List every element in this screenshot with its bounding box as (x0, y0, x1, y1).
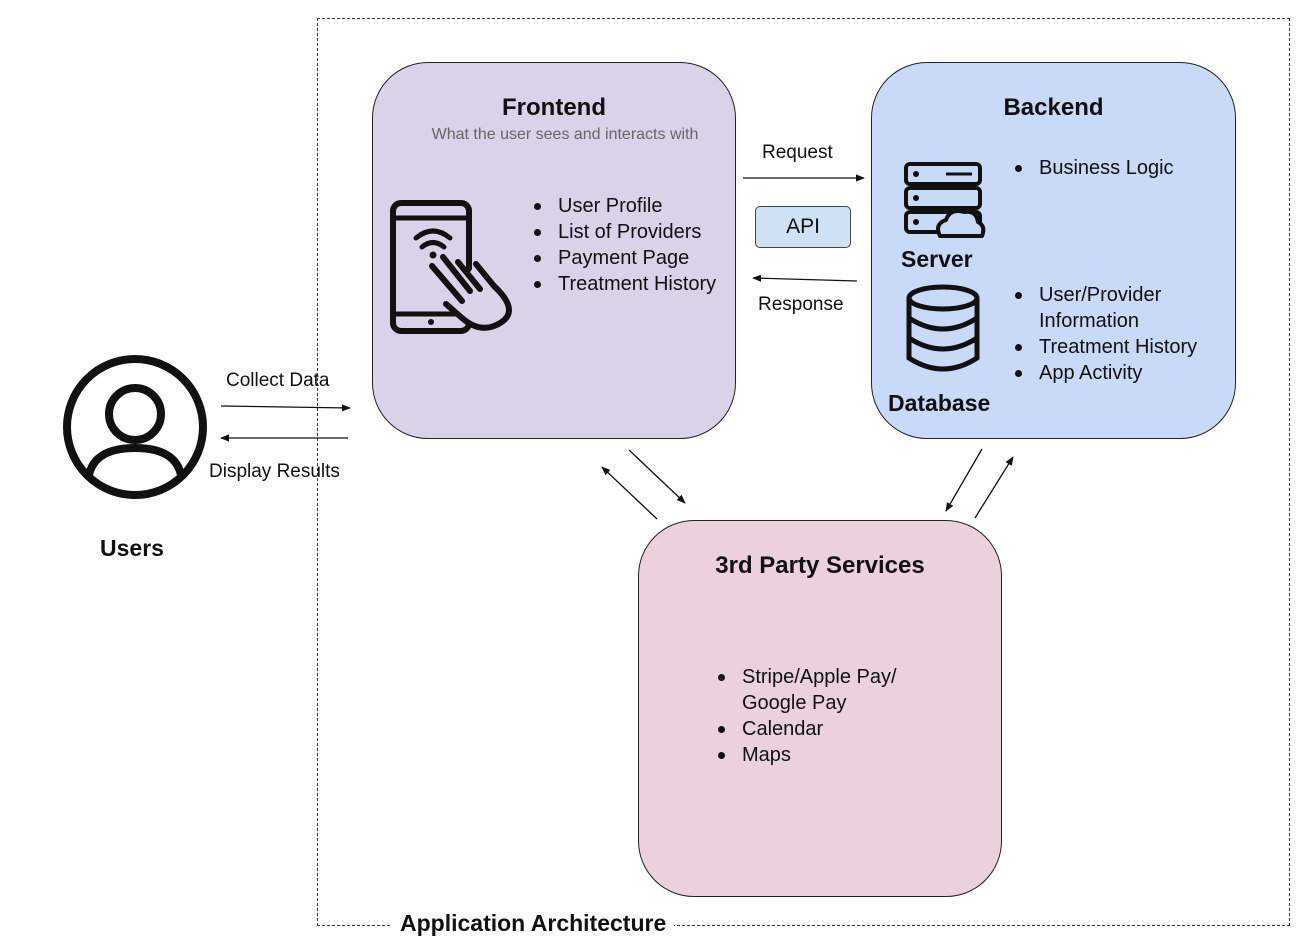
frontend-feature-list: User Profile List of Providers Payment P… (530, 193, 716, 297)
api-badge: API (755, 206, 851, 248)
collect-data-label: Collect Data (226, 370, 330, 391)
display-results-label: Display Results (209, 461, 340, 482)
frontend-box (372, 62, 736, 439)
list-item: List of Providers (533, 219, 716, 245)
list-item: Stripe/Apple Pay/ Google Pay (718, 664, 942, 716)
user-avatar-icon (63, 355, 207, 499)
server-cloud-icon (904, 162, 986, 238)
frontend-to-third-party-arrow (628, 449, 686, 504)
container-label: Application Architecture (392, 910, 675, 937)
database-label: Database (888, 390, 991, 416)
server-label: Server (901, 246, 973, 272)
third-party-title: 3rd Party Services (715, 552, 925, 579)
third-party-service-list: Stripe/Apple Pay/ Google Pay Calendar Ma… (714, 664, 942, 768)
response-label: Response (758, 294, 844, 315)
list-item: Calendar (718, 716, 942, 742)
frontend-subtitle: What the user sees and interacts with (431, 126, 699, 143)
list-item: Treatment History (533, 273, 717, 295)
list-item: User Profile (533, 193, 716, 219)
list-item: User/Provider Information (1015, 282, 1249, 334)
response-arrow (752, 274, 858, 282)
third-party-box (638, 520, 1002, 897)
list-item: Payment Page (533, 245, 716, 271)
frontend-title: Frontend (502, 94, 606, 121)
collect-data-arrow (220, 404, 351, 412)
third-party-to-frontend-arrow (601, 466, 658, 520)
database-icon (906, 284, 980, 372)
application-architecture-container (317, 18, 1290, 926)
request-label: Request (762, 142, 833, 163)
server-feature-list: Business Logic (1011, 155, 1174, 181)
list-item: Maps (718, 742, 942, 768)
list-item: App Activity (1015, 360, 1249, 386)
backend-to-third-party-arrow (945, 448, 983, 512)
database-feature-list: User/Provider Information Treatment Hist… (1011, 282, 1249, 386)
third-party-to-backend-arrow (974, 456, 1014, 519)
list-item: Treatment History (1015, 334, 1249, 360)
tablet-touch-icon (390, 200, 512, 334)
backend-title: Backend (1003, 94, 1104, 121)
backend-box (871, 62, 1236, 439)
list-item: Business Logic (1015, 157, 1174, 179)
users-label: Users (100, 535, 164, 561)
